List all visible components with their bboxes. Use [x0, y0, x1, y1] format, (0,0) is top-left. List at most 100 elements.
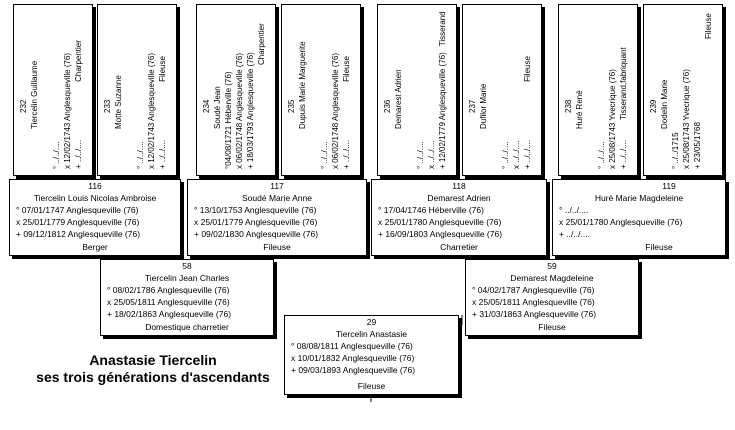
person-box-118[interactable]: 118 Demarest Adrien ° 17/04/1746 Hébervi… — [371, 179, 547, 256]
marriage-text: x 06/02/1748 Anglesqueville (76) — [235, 52, 244, 169]
occupation: Fileuse — [158, 56, 167, 82]
rotated-content: 235 Dupuis Marie Marguerite ° ../../....… — [286, 9, 352, 173]
marriage-text: x 25/01/1779 Anglesqueville (76) — [16, 217, 140, 227]
person-box-239[interactable]: 239 Dodelin Marie ° ../../1715 x 25/08/1… — [643, 4, 723, 176]
person-number: 117 — [270, 181, 284, 191]
person-name: Dodelin Marie — [660, 79, 669, 129]
birth-text: ° 17/04/1746 Héberville (76) — [378, 205, 484, 215]
person-box-116[interactable]: 116 Tiercelin Louis Nicolas Ambroise ° 0… — [9, 179, 181, 256]
occupation: Fileuse — [523, 56, 532, 82]
birth-text: °04/08/1721 Héberville (76) — [224, 71, 233, 169]
death-text: + 18/02/1863 Anglesqueville (76) — [107, 309, 232, 319]
birth-text: ° ../../1715 — [671, 132, 680, 169]
marriage-text: x 06/02/1748 Anglesqueville (76) — [331, 52, 340, 169]
birth-text: ° ../../.... — [416, 141, 425, 169]
death-text: + ../../.... — [559, 229, 590, 239]
person-number: 29 — [366, 317, 377, 327]
occupation: Charpentier — [74, 40, 83, 82]
person-name: Demarest Magdeleine — [510, 273, 594, 283]
person-number: 118 — [452, 181, 466, 191]
marriage-text: x 25/05/1811 Anglesqueville (76) — [107, 297, 230, 307]
occupation: Charpentier — [257, 23, 266, 65]
title-line-2: ses trois générations d'ascendants — [36, 369, 270, 385]
person-name: Tiercelin Anastasie — [335, 329, 408, 339]
person-box-233[interactable]: 233 Motte Suzanne ° ../../.... x 12/02/1… — [97, 4, 177, 176]
birth-text: ° ../../.... — [501, 141, 510, 169]
death-text: + 12/02/1779 Anglesqueville (76) — [438, 52, 447, 169]
person-name: Tiercelin Louis Nicolas Ambroise — [33, 193, 157, 203]
death-text: + 09/02/1830 Anglesqueville (76) — [194, 229, 319, 239]
person-number: 119 — [662, 181, 676, 191]
person-name: Motte Suzanne — [114, 75, 123, 129]
death-text: + 23/05/1768 — [693, 122, 702, 169]
occupation: Berger — [82, 242, 108, 252]
title-line-1: Anastasie Tiercelin — [89, 352, 217, 368]
birth-text: ° 07/01/1747 Anglesqueville (76) — [16, 205, 139, 215]
person-name: Soudé Jean — [213, 86, 222, 129]
marriage-text: x ../../.... — [427, 140, 436, 169]
birth-text: ° 08/08/1811 Anglesqueville (76) — [291, 341, 413, 351]
person-name: Dufilor Marie — [479, 83, 488, 129]
person-name: Demarest Adrien — [427, 193, 491, 203]
death-text: + ../../.... — [523, 139, 532, 169]
marriage-text: x 25/01/1779 Anglesqueville (76) — [194, 217, 318, 227]
person-name: Dupuis Marie Marguerite — [298, 41, 307, 129]
rotated-content: 234 Soudé Jean °04/08/1721 Héberville (7… — [201, 9, 267, 173]
occupation: Tisserand,fabriquant — [619, 47, 628, 120]
occupation: Fileuse — [263, 242, 291, 252]
occupation: Fileuse — [342, 56, 351, 82]
death-text: + 18/03/1793 Anglesqueville (76) — [246, 52, 255, 169]
person-box-119[interactable]: 119 Huré Marie Magdeleine ° ../../.... x… — [552, 179, 726, 256]
person-name: Soudé Marie Anne — [242, 193, 312, 203]
person-box-232[interactable]: 232 Tiercelin Guillaume ° ../../.... x 1… — [13, 4, 93, 176]
marriage-text: x 25/01/1780 Anglesqueville (76) — [559, 217, 683, 227]
birth-text: ° ../../.... — [52, 141, 61, 169]
death-text: + ../../.... — [158, 139, 167, 169]
person-box-238[interactable]: 238 Huré René ° ../../.... x 25/08/1743 … — [558, 4, 638, 176]
occupation: Tisserand — [438, 11, 447, 47]
occupation: Fileuse — [357, 381, 386, 391]
death-text: + 09/03/1893 Anglesqueville (76) — [291, 365, 416, 375]
rotated-content: 233 Motte Suzanne ° ../../.... x 12/02/1… — [102, 9, 168, 173]
person-name: Huré Marie Magdeleine — [594, 193, 684, 203]
birth-text: ° ../../.... — [320, 141, 329, 169]
person-box-59[interactable]: 59 Demarest Magdeleine ° 04/02/1787 Angl… — [465, 259, 639, 336]
person-number: 58 — [182, 261, 192, 271]
person-box-58[interactable]: 58 Tiercelin Jean Charles ° 08/02/1786 A… — [100, 259, 274, 336]
person-box-237[interactable]: 237 Dufilor Marie ° ../../.... x ../../.… — [462, 4, 542, 176]
person-number: 237 — [468, 99, 477, 113]
birth-text: ° 08/02/1786 Anglesqueville (76) — [107, 285, 230, 295]
marriage-text: x 10/01/1832 Anglesqueville (76) — [291, 353, 415, 363]
birth-text: ° 13/10/1753 Anglesqueville (76) — [194, 205, 317, 215]
death-text: + ../../.... — [619, 139, 628, 169]
occupation: Fileuse — [704, 13, 713, 39]
marriage-text: x 12/02/1743 Anglesqueville (76) — [147, 52, 156, 169]
person-number: 236 — [383, 99, 392, 113]
person-box-29[interactable]: 29 Tiercelin Anastasie ° 08/08/1811 Angl… — [284, 315, 459, 395]
person-number: 232 — [19, 99, 28, 113]
occupation: Charretier — [440, 242, 478, 252]
person-box-235[interactable]: 235 Dupuis Marie Marguerite ° ../../....… — [281, 4, 361, 176]
marriage-text: x 25/08/1743 Yvecrique (76) — [682, 69, 691, 169]
rotated-content: 238 Huré René ° ../../.... x 25/08/1743 … — [563, 9, 629, 173]
rotated-content: 237 Dufilor Marie ° ../../.... x ../../.… — [467, 9, 533, 173]
death-text: + 31/03/1863 Anglesqueville (76) — [472, 309, 597, 319]
person-number: 59 — [547, 261, 557, 271]
person-number: 238 — [564, 99, 573, 113]
person-box-234[interactable]: 234 Soudé Jean °04/08/1721 Héberville (7… — [196, 4, 276, 176]
person-box-117[interactable]: 117 Soudé Marie Anne ° 13/10/1753 Angles… — [187, 179, 367, 256]
rotated-content: 232 Tiercelin Guillaume ° ../../.... x 1… — [18, 9, 84, 173]
marriage-text: x 25/01/1780 Anglesqueville (76) — [378, 217, 502, 227]
chart-title: Anastasie Tiercelin ses trois génération… — [18, 352, 288, 386]
occupation: Fileuse — [645, 242, 673, 252]
death-text: + 16/09/1803 Anglesqueville (76) — [378, 229, 503, 239]
person-name: Tiercelin Guillaume — [30, 60, 39, 129]
occupation: Fileuse — [538, 322, 566, 332]
person-name: Huré René — [575, 90, 584, 129]
person-number: 239 — [649, 99, 658, 113]
birth-text: ° ../../.... — [136, 141, 145, 169]
birth-text: ° ../../.... — [559, 205, 589, 215]
marriage-text: x 25/08/1743 Yvecrique (76) — [608, 69, 617, 169]
person-box-236[interactable]: 236 Demarest Adrien ° ../../.... x ../..… — [377, 4, 457, 176]
